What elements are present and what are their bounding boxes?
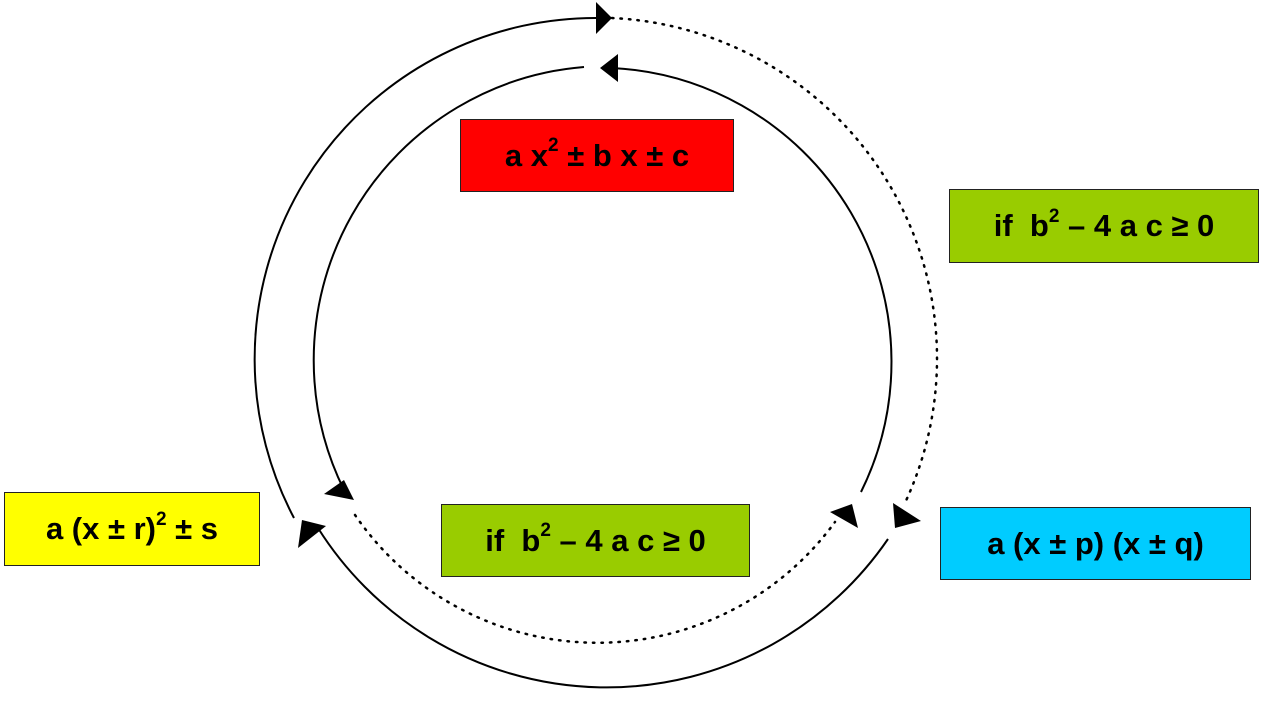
arrowhead-dotted-right bbox=[893, 503, 921, 528]
arrowhead-inner-left bbox=[324, 480, 354, 500]
discriminant-condition-label: if b2 – 4 a c ≥ 0 bbox=[993, 205, 1215, 243]
discriminant-condition-box-right: if b2 – 4 a c ≥ 0 bbox=[949, 189, 1259, 263]
discriminant-condition-box-center: if b2 – 4 a c ≥ 0 bbox=[441, 504, 750, 577]
arrowhead-top-inner bbox=[600, 54, 618, 82]
standard-form-label: a x2 ± b x ± c bbox=[504, 135, 690, 173]
dotted-arc-right bbox=[610, 16, 939, 507]
factored-form-box: a (x ± p) (x ± q) bbox=[940, 507, 1251, 580]
arrowhead-outer-left bbox=[298, 520, 326, 548]
inner-arc-right bbox=[611, 67, 893, 493]
vertex-form-box: a (x ± r)2 ± s bbox=[4, 492, 260, 566]
vertex-form-label: a (x ± r)2 ± s bbox=[45, 508, 219, 546]
standard-form-box: a x2 ± b x ± c bbox=[460, 119, 734, 192]
factored-form-label: a (x ± p) (x ± q) bbox=[987, 525, 1204, 561]
dotted-arc-bottom bbox=[353, 513, 837, 644]
outer-arc-top-left bbox=[253, 16, 601, 519]
discriminant-condition-label: if b2 – 4 a c ≥ 0 bbox=[485, 520, 706, 558]
arrowhead-dotted-bottom bbox=[830, 504, 858, 528]
arrowhead-top-outer bbox=[596, 2, 612, 34]
inner-arc-left bbox=[312, 66, 585, 491]
outer-arc-bottom bbox=[317, 527, 889, 689]
